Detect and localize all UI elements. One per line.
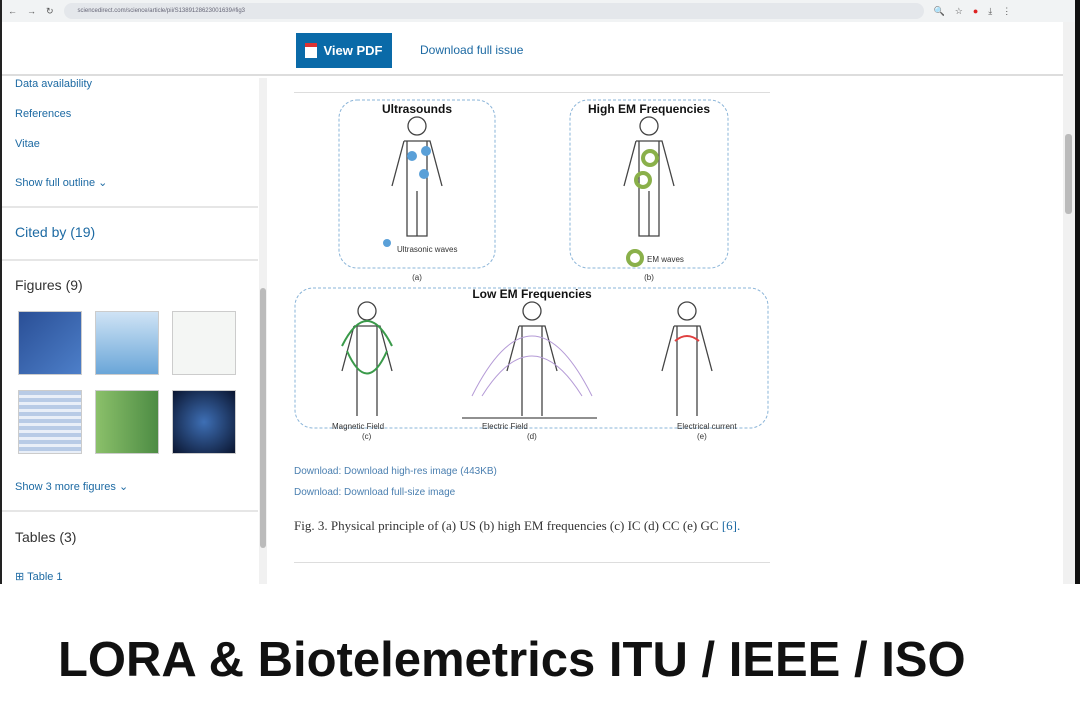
figure-3-image[interactable]: Ultrasounds High EM Frequencies Low EM F… [292,96,772,456]
address-bar[interactable]: sciencedirect.com/science/article/pii/S1… [63,3,924,19]
download-icon[interactable]: ⤓ [988,5,993,16]
pdf-icon [305,43,318,58]
divider [294,562,770,563]
post-headline: LORA & Biotelemetrics ITU / IEEE / ISO [58,633,966,687]
panel-low-title: Low EM Frequencies [472,287,592,301]
show-more-figures-button[interactable]: Show 3 more figures ⌄ [15,481,129,493]
panel-a-label: Ultrasonic waves [397,245,457,254]
sidebar: Data availability References Vitae Show … [2,78,260,584]
panel-d-letter: (d) [527,432,537,441]
outline-references[interactable]: References [15,108,72,120]
chevron-down-icon: ⌄ [98,177,108,189]
table-1-link[interactable]: ⊞ Table 1 [15,571,63,583]
divider [294,92,770,93]
figure-thumbnail[interactable] [95,390,159,454]
forward-icon[interactable]: → [27,6,36,16]
table-icon: ⊞ [15,571,25,583]
screenshot: ← → ↻ sciencedirect.com/science/article/… [0,0,1080,584]
extension-icon[interactable]: ● [972,6,979,16]
sidebar-scrollbar[interactable] [259,78,267,584]
reference-link[interactable]: [6]. [721,518,741,533]
panel-a-title: Ultrasounds [382,102,452,116]
divider [2,206,258,208]
figure-thumbnail[interactable] [18,390,82,454]
cited-by-link[interactable]: Cited by (19) [15,224,96,240]
outline-vitae[interactable]: Vitae [15,138,40,150]
divider [2,510,258,512]
panel-b-title: High EM Frequencies [588,102,710,116]
show-full-outline-button[interactable]: Show full outline ⌄ [15,177,108,189]
panel-a-letter: (a) [412,273,422,282]
panel-b-letter: (b) [644,273,654,282]
panel-c-label: Magnetic Field [332,422,384,431]
menu-icon[interactable]: ⋮ [1002,5,1012,16]
panel-e-letter: (e) [697,432,707,441]
figure-thumbnail[interactable] [18,311,82,375]
figures-heading: Figures (9) [15,277,83,293]
tables-heading: Tables (3) [15,529,77,545]
figure-thumbnail[interactable] [172,311,236,375]
download-full-issue-link[interactable]: Download full issue [420,43,524,57]
browser-toolbar: ← → ↻ sciencedirect.com/science/article/… [2,0,1075,22]
download-fullsize-link[interactable]: Download: Download full-size image [294,487,456,498]
star-icon[interactable]: ☆ [954,5,963,16]
figure-thumbnail[interactable] [172,390,236,454]
divider [2,259,258,261]
panel-c-letter: (c) [362,432,372,441]
reload-icon[interactable]: ↻ [46,5,54,16]
panel-d-label: Electric Field [482,422,528,431]
chevron-down-icon: ⌄ [118,481,129,493]
article-toolbar: View PDF Download full issue [2,22,1075,76]
zoom-icon[interactable]: 🔍 [933,5,945,16]
download-highres-link[interactable]: Download: Download high-res image (443KB… [294,466,497,477]
page-scrollbar[interactable] [1063,22,1075,584]
back-icon[interactable]: ← [8,6,17,16]
view-pdf-button[interactable]: View PDF [296,33,392,68]
figure-thumbnail[interactable] [95,311,159,375]
panel-b-label: EM waves [647,255,684,264]
outline-data-availability[interactable]: Data availability [15,78,93,90]
panel-e-label: Electrical current [677,422,737,431]
figure-caption: Fig. 3. Physical principle of (a) US (b)… [294,518,741,533]
